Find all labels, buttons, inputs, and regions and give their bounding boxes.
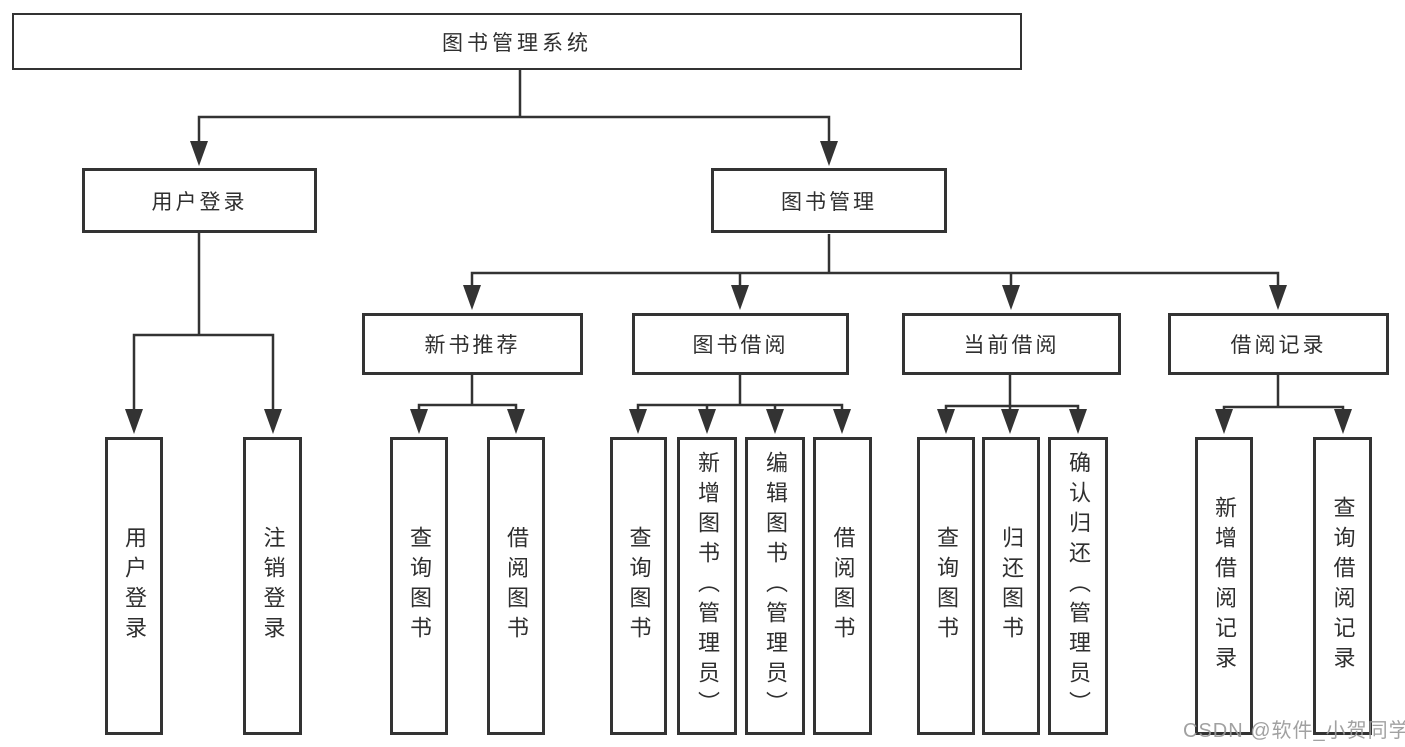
leaf-records-add-record: 新增借阅记录 xyxy=(1195,437,1253,735)
arrowheads-book-mgmt-children xyxy=(463,285,1287,310)
node-user-login: 用户登录 xyxy=(82,168,317,233)
leaf-borrow-edit-book-admin-label: 编辑图书（管理员） xyxy=(763,451,788,721)
arrowheads-level2 xyxy=(190,141,838,166)
leaf-current-query-book: 查询图书 xyxy=(917,437,975,735)
arrowheads-borrow-records-children xyxy=(1215,409,1352,434)
leaf-borrow-query-book: 查询图书 xyxy=(610,437,667,735)
edges-book-mgmt-children xyxy=(470,234,1280,305)
edges-book-borrow-children xyxy=(636,375,844,429)
leaf-logout-login-label: 注销登录 xyxy=(260,526,286,646)
node-library-system: 图书管理系统 xyxy=(12,13,1022,70)
node-new-book-recommend-label: 新书推荐 xyxy=(424,334,521,357)
node-book-management-label: 图书管理 xyxy=(781,190,877,214)
arrowheads-current-borrow-children xyxy=(937,409,1087,434)
leaf-borrow-borrow-book-label: 借阅图书 xyxy=(830,526,856,646)
node-book-management: 图书管理 xyxy=(711,168,947,233)
leaf-current-confirm-return-admin: 确认归还（管理员） xyxy=(1048,437,1108,735)
edges-current-borrow-children xyxy=(944,375,1080,429)
node-library-system-label: 图书管理系统 xyxy=(442,31,592,55)
leaf-borrow-add-book-admin-label: 新增图书（管理员） xyxy=(695,451,720,721)
leaf-user-login: 用户登录 xyxy=(105,437,163,735)
node-new-book-recommend: 新书推荐 xyxy=(362,313,583,375)
leaf-records-query-record-label: 查询借阅记录 xyxy=(1330,496,1356,676)
node-book-borrow: 图书借阅 xyxy=(632,313,849,375)
node-user-login-label: 用户登录 xyxy=(151,190,248,214)
leaf-newbook-borrow-book-label: 借阅图书 xyxy=(504,526,529,646)
edges-borrow-records-children xyxy=(1222,375,1345,429)
leaf-user-login-label: 用户登录 xyxy=(122,526,147,646)
leaf-newbook-query-book: 查询图书 xyxy=(390,437,448,735)
csdn-watermark: CSDN @软件_小贺同学 xyxy=(1183,720,1405,742)
leaf-borrow-borrow-book: 借阅图书 xyxy=(813,437,872,735)
node-borrow-records-label: 借阅记录 xyxy=(1230,334,1327,357)
leaf-current-query-book-label: 查询图书 xyxy=(934,526,959,646)
edges-root-to-level2 xyxy=(197,70,831,161)
leaf-records-add-record-label: 新增借阅记录 xyxy=(1212,496,1237,676)
node-current-borrow: 当前借阅 xyxy=(902,313,1121,375)
node-current-borrow-label: 当前借阅 xyxy=(963,334,1060,357)
leaf-logout-login: 注销登录 xyxy=(243,437,302,735)
leaf-current-return-book-label: 归还图书 xyxy=(999,526,1024,646)
arrowheads-user-login-children xyxy=(125,409,282,434)
arrowheads-book-borrow-children xyxy=(629,409,851,434)
leaf-current-confirm-return-admin-label: 确认归还（管理员） xyxy=(1066,451,1091,721)
leaf-newbook-query-book-label: 查询图书 xyxy=(407,526,432,646)
node-book-borrow-label: 图书借阅 xyxy=(692,334,789,357)
node-borrow-records: 借阅记录 xyxy=(1168,313,1389,375)
leaf-borrow-edit-book-admin: 编辑图书（管理员） xyxy=(745,437,805,735)
arrowheads-new-books-children xyxy=(410,409,525,434)
edges-new-books-children xyxy=(417,375,518,429)
leaf-current-return-book: 归还图书 xyxy=(982,437,1040,735)
leaf-records-query-record: 查询借阅记录 xyxy=(1313,437,1372,735)
edges-user-login-children xyxy=(132,233,275,429)
leaf-borrow-query-book-label: 查询图书 xyxy=(626,526,652,646)
leaf-borrow-add-book-admin: 新增图书（管理员） xyxy=(677,437,737,735)
leaf-newbook-borrow-book: 借阅图书 xyxy=(487,437,545,735)
